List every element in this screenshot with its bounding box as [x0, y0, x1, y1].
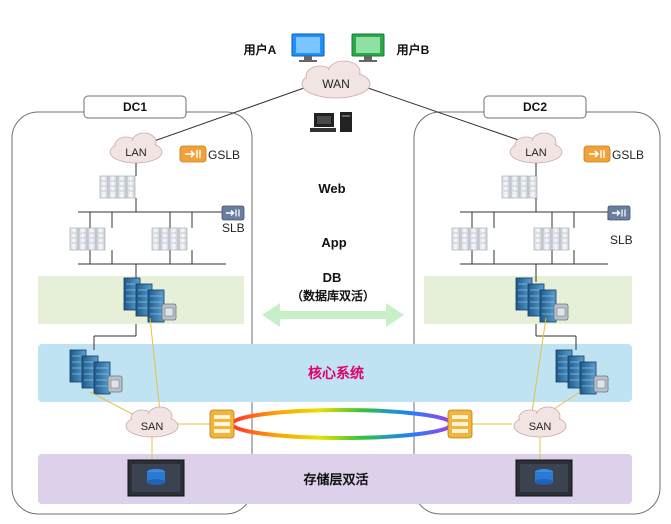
wan-cloud-icon [301, 60, 371, 99]
dc2-title: DC2 [523, 100, 547, 114]
db-sync-arrow-icon [262, 303, 404, 327]
dc1-lan-label: LAN [125, 147, 146, 159]
db-tier-label: DB [323, 270, 342, 285]
db-active-active-label: （数据库双活） [291, 288, 375, 303]
dc2-slb-icon [607, 205, 631, 221]
dc2-slb-label: SLB [610, 233, 633, 247]
dc1-gslb-label: GSLB [208, 148, 240, 162]
dc1-title: DC1 [123, 100, 147, 114]
user-b-label: 用户B [396, 42, 430, 57]
dc1-gslb-icon [179, 145, 207, 163]
storage-active-active-label: 存储层双活 [303, 472, 368, 487]
dc2-app-servers-right-icon [534, 228, 569, 250]
dc1-slb-icon [221, 205, 245, 221]
dc2-lan-label: LAN [525, 147, 546, 159]
web-tier-label: Web [318, 181, 345, 196]
dc1-storage-array-icon [127, 459, 185, 497]
dc1-slb-label: SLB [222, 221, 245, 235]
dc1-san-label: SAN [141, 421, 164, 433]
wan-link-dc1 [139, 87, 305, 147]
dc2-web-servers-icon [502, 176, 537, 198]
app-tier-label: App [321, 235, 346, 250]
dc1-lan-cloud-icon [109, 132, 163, 164]
dc1-web-servers-icon [100, 176, 135, 198]
dc1-title-box [83, 95, 187, 119]
wan-link-dc2 [367, 87, 537, 147]
dc2-gslb-icon [583, 145, 611, 163]
pc-icon [310, 112, 352, 132]
dc1-san-cloud-icon [125, 406, 179, 438]
storage-band [38, 454, 632, 504]
monitor-icon-user-b [351, 33, 385, 62]
dc1-san-switch-icon [209, 409, 235, 439]
wan-label: WAN [322, 77, 350, 91]
dc2-storage-array-icon [515, 459, 573, 497]
dc2-app-servers-left-icon [452, 228, 487, 250]
dc2-san-label: SAN [529, 421, 552, 433]
core-system-label: 核心系统 [308, 365, 364, 381]
dc2-gslb-label: GSLB [612, 148, 644, 162]
dc1-app-servers-left-icon [70, 228, 105, 250]
dc2-san-cloud-icon [513, 406, 567, 438]
user-a-label: 用户A [243, 42, 277, 57]
core-system-band [38, 344, 632, 402]
monitor-icon-user-a [291, 33, 325, 62]
dc2-san-switch-icon [447, 409, 473, 439]
dc1-app-servers-right-icon [152, 228, 187, 250]
replication-link-ring [230, 408, 454, 440]
dc2-title-box [483, 95, 587, 119]
